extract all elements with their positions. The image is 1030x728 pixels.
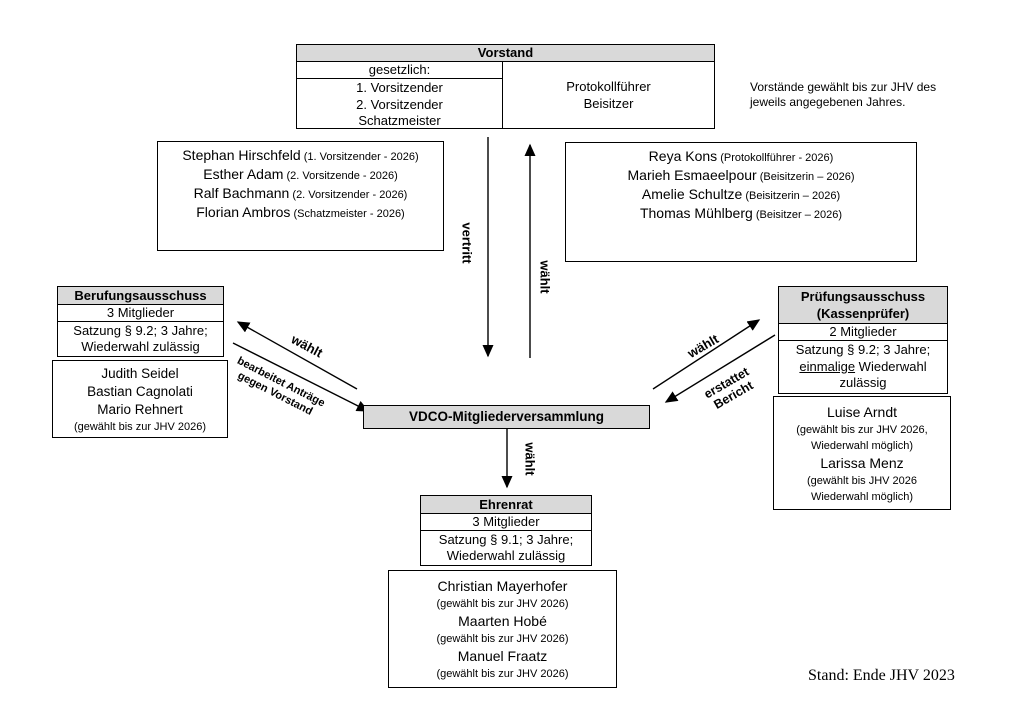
member-name: Ralf Bachmann (193, 185, 290, 201)
vorstand-members-left-box: Stephan Hirschfeld (1. Vorsitzender - 20… (157, 141, 444, 251)
label-waehlt-ehrenrat: wählt (522, 442, 538, 476)
pruefung-title-line1: Prüfungsausschuss (800, 289, 926, 304)
pruefung-rule-rest: Wiederwahl (855, 358, 927, 374)
berufung-rule-line2: Wiederwahl zulässig (81, 339, 200, 354)
member-detail: (gewählt bis zur JHV 2026) (436, 633, 569, 645)
member-line: Reya Kons (Protokollführer - 2026) (566, 148, 916, 167)
mitgliederversammlung-box: VDCO-Mitgliederversammlung (363, 405, 650, 429)
member-name: Larissa Menz (820, 455, 904, 471)
member-line: Ralf Bachmann (2. Vorsitzender - 2026) (158, 185, 443, 204)
member-line: Florian Ambros (Schatzmeister - 2026) (158, 204, 443, 223)
ehrenrat-box: Ehrenrat 3 Mitglieder Satzung § 9.1; 3 J… (420, 495, 592, 566)
vorstand-role: 1. Vorsitzender (356, 80, 443, 95)
vorstand-role: Beisitzer (583, 96, 634, 111)
member-name: Bastian Cagnolati (87, 384, 193, 399)
berufung-rule-line1: Satzung § 9.2; 3 Jahre; (73, 323, 208, 338)
member-name: Thomas Mühlberg (639, 205, 753, 221)
vorstand-right-column: Protokollführer Beisitzer (503, 62, 714, 128)
ehrenrat-members-box: Christian Mayerhofer (gewählt bis zur JH… (388, 570, 617, 688)
label-vertritt: vertritt (459, 222, 475, 264)
member-detail: (2. Vorsitzende - 2026) (283, 170, 398, 182)
arrow-erstattet (664, 334, 776, 403)
member-detail: (gewählt bis zur JHV 2026) (436, 668, 569, 680)
member-name: Stephan Hirschfeld (182, 147, 301, 163)
members-note: (gewählt bis zur JHV 2026) (73, 421, 207, 433)
member-name: Reya Kons (648, 148, 718, 164)
arrow-waehlt-pruefung (652, 319, 761, 390)
member-detail: (gewählt bis zur JHV 2026, (796, 424, 928, 436)
pruefung-rule-line1: Satzung § 9.2; 3 Jahre; (795, 342, 931, 357)
pruefung-rule-underlined: einmalige (799, 358, 856, 374)
ehrenrat-title: Ehrenrat (421, 496, 591, 514)
berufung-rule: Satzung § 9.2; 3 Jahre; Wiederwahl zuläs… (58, 321, 223, 356)
member-detail: (Beisitzer – 2026) (752, 209, 843, 221)
vorstand-role: 2. Vorsitzender (356, 96, 443, 112)
pruefung-title-line2: (Kassenprüfer) (816, 306, 910, 321)
mitgliederversammlung-title: VDCO-Mitgliederversammlung (408, 409, 605, 424)
member-name: Christian Mayerhofer (437, 578, 568, 594)
berufungsausschuss-box: Berufungsausschuss 3 Mitglieder Satzung … (57, 286, 224, 357)
member-name: Judith Seidel (101, 366, 179, 381)
pruefung-members-box: Luise Arndt (gewählt bis zur JHV 2026, W… (773, 396, 951, 510)
vorstand-role: Schatzmeister (358, 113, 441, 128)
vorstand-box: Vorstand gesetzlich: 1. Vorsitzender 2. … (296, 44, 715, 129)
member-name: Amelie Schultze (641, 186, 743, 202)
vorstand-note: Vorstände gewählt bis zur JHV des jeweil… (750, 80, 937, 109)
member-name: Maarten Hobé (458, 613, 547, 629)
member-detail: (gewählt bis zur JHV 2026) (436, 598, 569, 610)
footer-stand: Stand: Ende JHV 2023 (808, 667, 955, 684)
label-waehlt-up: wählt (537, 260, 553, 294)
vorstand-title: Vorstand (297, 45, 714, 62)
member-detail: Wiederwahl möglich) (810, 491, 914, 503)
vorstand-members-right-box: Reya Kons (Protokollführer - 2026) Marie… (565, 142, 917, 262)
ehrenrat-rule-line1: Satzung § 9.1; 3 Jahre; (438, 532, 574, 547)
arrow-waehlt-berufung (236, 321, 358, 390)
berufungsausschuss-title: Berufungsausschuss (58, 287, 223, 305)
pruefung-rule: Satzung § 9.2; 3 Jahre; einmalige Wieder… (779, 340, 947, 393)
berufung-count: 3 Mitglieder (106, 305, 175, 320)
vorstand-left-header: gesetzlich: (297, 62, 502, 79)
member-line: Amelie Schultze (Beisitzerin – 2026) (566, 186, 916, 205)
pruefungsausschuss-box: Prüfungsausschuss (Kassenprüfer) 2 Mitgl… (778, 286, 948, 394)
member-name: Esther Adam (203, 166, 284, 182)
arrow-bearbeitet (232, 342, 370, 412)
ehrenrat-rule: Satzung § 9.1; 3 Jahre; Wiederwahl zuläs… (421, 530, 591, 565)
vorstand-role: Protokollführer (566, 79, 651, 94)
pruefung-count: 2 Mitglieder (829, 324, 897, 339)
ehrenrat-rule-line2: Wiederwahl zulässig (446, 548, 566, 563)
member-name: Marieh Esmaeelpour (627, 167, 757, 183)
member-detail: (Schatzmeister - 2026) (290, 208, 405, 220)
member-name: Manuel Fraatz (457, 648, 548, 664)
member-detail: (Beisitzerin – 2026) (742, 190, 841, 202)
member-name: Mario Rehnert (97, 402, 183, 417)
member-detail: (1. Vorsitzender - 2026) (300, 151, 419, 163)
member-detail: Wiederwahl möglich) (810, 440, 914, 452)
member-line: Stephan Hirschfeld (1. Vorsitzender - 20… (158, 147, 443, 166)
member-name: Florian Ambros (196, 204, 291, 220)
member-detail: (2. Vorsitzender - 2026) (289, 189, 408, 201)
ehrenrat-count: 3 Mitglieder (472, 514, 540, 529)
pruefung-rule-line2: einmalige Wiederwahl (779, 359, 947, 376)
member-line: Marieh Esmaeelpour (Beisitzerin – 2026) (566, 167, 916, 186)
berufung-members-box: Judith Seidel Bastian Cagnolati Mario Re… (52, 360, 228, 438)
vorstand-left-column: gesetzlich: 1. Vorsitzender 2. Vorsitzen… (297, 62, 503, 128)
member-detail: (Beisitzerin – 2026) (756, 171, 855, 183)
member-detail: (gewählt bis JHV 2026 (806, 475, 918, 487)
member-line: Esther Adam (2. Vorsitzende - 2026) (158, 166, 443, 185)
pruefungsausschuss-title: Prüfungsausschuss (Kassenprüfer) (779, 287, 947, 324)
member-name: Luise Arndt (826, 404, 898, 420)
pruefung-rule-line3: zulässig (839, 375, 887, 390)
member-line: Thomas Mühlberg (Beisitzer – 2026) (566, 205, 916, 224)
member-detail: (Protokollführer - 2026) (717, 152, 834, 164)
